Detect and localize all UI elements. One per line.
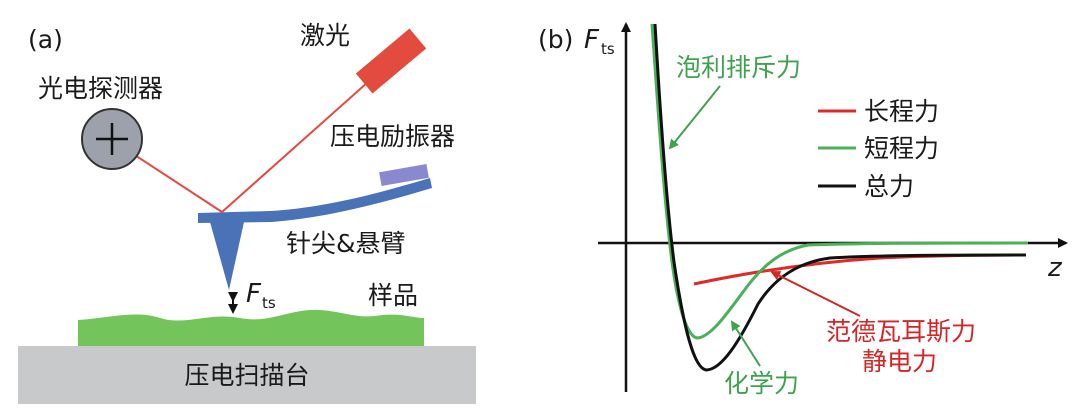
total-force-curve [653, 23, 1027, 372]
legend-total-label: 总力 [864, 172, 914, 201]
x-axis-symbol: z [1047, 253, 1063, 283]
scanner-label: 压电扫描台 [184, 361, 309, 390]
piezo-scanner-stage [18, 346, 476, 404]
panel-a: (a) 压电扫描台 样品 激光 光电探测器 压电励振器 针尖&悬臂 F ts [18, 21, 476, 404]
laser-label: 激光 [300, 21, 350, 50]
electrostatic-label: 静电力 [862, 347, 937, 376]
pauli-repulsion-label: 泡利排斥力 [676, 53, 801, 82]
laser-source [355, 28, 427, 94]
chemical-arrow [730, 320, 761, 367]
chemical-force-label: 化学力 [724, 369, 799, 398]
panel-a-tag: (a) [28, 25, 63, 54]
van-der-waals-label: 范德瓦耳斯力 [826, 317, 976, 346]
legend: 长程力 短程力 总力 [818, 97, 939, 201]
short-range-force-curve [650, 23, 1029, 340]
y-axis-symbol: F [584, 25, 600, 55]
long-range-force-curve [693, 253, 1027, 286]
y-axis-subscript: ts [601, 40, 615, 58]
panel-b-tag: (b) [538, 25, 573, 54]
sample-label: 样品 [368, 281, 418, 310]
afm-tip [210, 222, 244, 290]
panel-b: (b) F ts z 长程力 短程力 总力 泡利排斥力 化学力 范德瓦耳斯力 静… [538, 22, 1068, 398]
piezo-exciter-label: 压电励振器 [330, 122, 455, 151]
photodetector-label: 光电探测器 [38, 74, 163, 103]
cantilever [198, 178, 432, 223]
pauli-arrow [668, 85, 721, 150]
legend-short-range-label: 短程力 [864, 134, 939, 163]
force-subscript: ts [262, 294, 276, 312]
van-der-waals-arrow [770, 271, 861, 317]
tip-cantilever-label: 针尖&悬臂 [286, 229, 406, 258]
sample-surface [78, 309, 424, 346]
laser-beam-incident [221, 81, 369, 213]
force-symbol: F [246, 279, 262, 309]
piezo-exciter [379, 163, 429, 187]
legend-long-range-label: 长程力 [864, 97, 939, 126]
